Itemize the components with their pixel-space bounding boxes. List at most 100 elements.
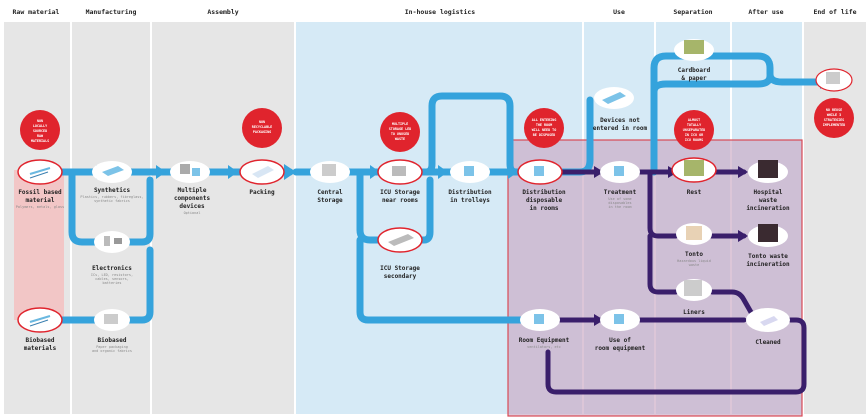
- callout-eol-line-3: STRATEGIES: [824, 118, 844, 122]
- room-equipment-icon: [520, 309, 560, 331]
- label-cleaned: Cleaned: [755, 339, 781, 346]
- label-hospital-waste-3: incineration: [746, 205, 790, 212]
- end-of-life-icon: [815, 68, 853, 92]
- label-biobased-2: materials: [24, 345, 57, 352]
- header-use: Use: [613, 8, 625, 16]
- callout-packing-line-1: NON: [259, 120, 265, 124]
- label-distribution-trolleys: Distribution: [448, 189, 492, 196]
- label-tonto: Tonto: [685, 251, 703, 258]
- callout-raw-line-5: MATERIALS: [31, 139, 49, 143]
- cardboard-icon: [674, 39, 714, 61]
- header-manufacturing: Manufacturing: [86, 8, 137, 16]
- callout-eol-line-1: NO REUSE: [826, 108, 842, 112]
- callout-separation-line-2: TOTALLY: [687, 123, 702, 127]
- distribution-trolleys-icon: [450, 161, 490, 183]
- callout-raw-line-2: LOCALLY: [33, 124, 48, 128]
- central-storage-icon: [310, 161, 350, 183]
- callout-separation: ALMOST TOTALLY UNSEPARATED IN ICU OR ICU…: [674, 110, 714, 150]
- label-electronics-sub-2: cables, sensors,: [95, 277, 129, 281]
- flow-treatment-liners: [647, 233, 679, 295]
- callout-end-of-life: NO REUSE WHILE 3 STRATEGIES IMPLEMENTED: [814, 98, 854, 138]
- packing-icon: [239, 159, 285, 185]
- callout-packing: NON RECYCLABLE PACKAGING: [242, 108, 282, 148]
- flow-icu-secondary: [356, 168, 384, 244]
- label-fossil-sub: Polymers, metals, glass: [16, 205, 64, 209]
- label-fossil: Fossil based: [18, 189, 62, 196]
- label-distribution-disposable-3: in rooms: [530, 205, 559, 212]
- label-electronics-sub: ICs, LED, resistors,: [91, 273, 133, 277]
- header-end-of-life: End of life: [813, 8, 856, 16]
- arrow-central-icu: [370, 165, 380, 179]
- label-distribution-disposable-2: disposable: [526, 197, 563, 204]
- multiple-components-icon: [170, 161, 210, 183]
- room-zone: [507, 139, 803, 417]
- label-electronics-sub-3: batteries: [103, 281, 122, 285]
- label-devices-not-entered: Devices not: [600, 117, 640, 124]
- callout-raw: NON LOCALLY SOURCED RAW MATERIALS: [20, 110, 60, 150]
- label-distribution-disposable: Distribution: [522, 189, 566, 196]
- arrow-to-packing: [228, 165, 238, 179]
- label-treatment-sub: Use of some: [608, 197, 631, 201]
- label-multiple-2: components: [174, 195, 211, 202]
- flow-sep-bottom: [650, 72, 774, 104]
- header-assembly: Assembly: [207, 8, 238, 16]
- distribution-disposable-icon: [517, 159, 563, 185]
- flow-biobased-up: [126, 246, 154, 324]
- arrow-to-use: [594, 314, 604, 326]
- callout-eol-line-4: IMPLEMENTED: [823, 123, 845, 127]
- arrow-to-tonto-incin: [738, 230, 748, 242]
- icu-near-icon: [377, 159, 423, 185]
- callout-icu: MULTIPLE STORAGE LED TO UNUSED WASTE: [380, 112, 420, 152]
- label-treatment-sub-3: in the room: [608, 205, 631, 209]
- callout-packing-line-3: PACKAGING: [253, 130, 271, 134]
- callout-raw-line-3: SOURCED: [33, 129, 47, 133]
- fossil-icon: [17, 159, 63, 185]
- flow-liners-cleaned: [709, 289, 755, 317]
- fossil-material-band: [14, 170, 64, 320]
- callout-distribution-line-3: WILL NEED TO: [532, 128, 557, 132]
- label-distribution-trolleys-2: in trolleys: [450, 197, 490, 204]
- node-icons: [17, 39, 853, 333]
- header-logistics: In-house logistics: [405, 8, 476, 16]
- synthetics-icon: [92, 161, 132, 183]
- arrow-to-hospital: [738, 166, 748, 178]
- flow-fossil-electronics: [68, 168, 100, 246]
- node-labels: Fossil based material Polymers, metals, …: [16, 67, 790, 353]
- callout-distribution-line-4: BE DISPOSED: [533, 133, 555, 137]
- label-synthetics-sub: Plastics, rubbers, fibreglass,: [80, 195, 143, 199]
- header-raw-material: Raw material: [13, 8, 60, 16]
- label-hospital-waste: Hospital: [754, 189, 783, 196]
- flow-treatment-tonto: [647, 169, 679, 239]
- callout-icu-line-4: WASTE: [395, 137, 405, 141]
- callout-distribution-line-2: THE ROOM: [536, 123, 552, 127]
- use-equipment-icon: [600, 309, 640, 331]
- treatment-icon: [600, 161, 640, 183]
- callout-separation-line-5: ICU ROOMS: [685, 138, 703, 142]
- label-icu-secondary: ICU Storage: [380, 265, 420, 272]
- label-tonto-sub: Hazardous liquid: [677, 259, 711, 263]
- label-multiple-sub: Optional: [184, 211, 201, 215]
- callout-separation-line-3: UNSEPARATED: [683, 128, 705, 132]
- cleaned-icon: [746, 308, 790, 332]
- label-icu-secondary-2: secondary: [384, 273, 417, 280]
- label-multiple-3: devices: [179, 203, 205, 210]
- label-cardboard: Cardboard: [678, 67, 711, 74]
- liners-icon: [676, 279, 712, 301]
- callouts: NON LOCALLY SOURCED RAW MATERIALS NON RE…: [20, 98, 854, 152]
- flow-sep-top: [650, 52, 834, 176]
- flow-cleaned-loop: [545, 317, 807, 395]
- label-treatment-sub-2: disposables: [608, 201, 631, 205]
- flow-central-room-equipment: [356, 236, 524, 324]
- label-rest: Rest: [687, 189, 702, 196]
- label-synthetics: Synthetics: [94, 187, 131, 194]
- tonto-incineration-icon: [748, 224, 788, 247]
- purple-arrowheads: [594, 166, 748, 326]
- label-biobased: Biobased: [26, 337, 55, 344]
- purple-flows: [545, 169, 807, 395]
- callout-distribution: ALL ENTERING THE ROOM WILL NEED TO BE DI…: [524, 108, 564, 148]
- lane-assembly: [152, 22, 294, 414]
- devices-not-entered-icon: [594, 87, 634, 109]
- label-icu-near-2: near rooms: [382, 197, 419, 204]
- header-after-use: After use: [748, 8, 783, 16]
